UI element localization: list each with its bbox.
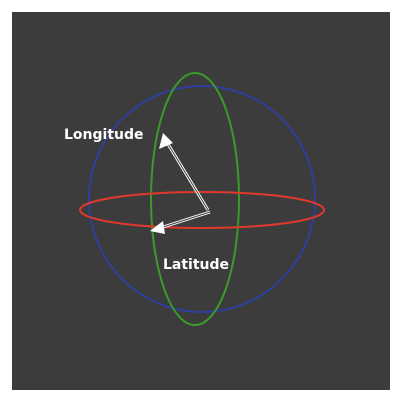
latitude-label: Latitude xyxy=(163,257,229,273)
longitude-ring xyxy=(150,72,240,326)
latitude-arrow xyxy=(150,210,211,234)
longitude-arrow xyxy=(159,133,210,211)
sphere-outline xyxy=(88,85,316,313)
equator-ring xyxy=(79,191,325,229)
longitude-label: Longitude xyxy=(64,127,144,143)
